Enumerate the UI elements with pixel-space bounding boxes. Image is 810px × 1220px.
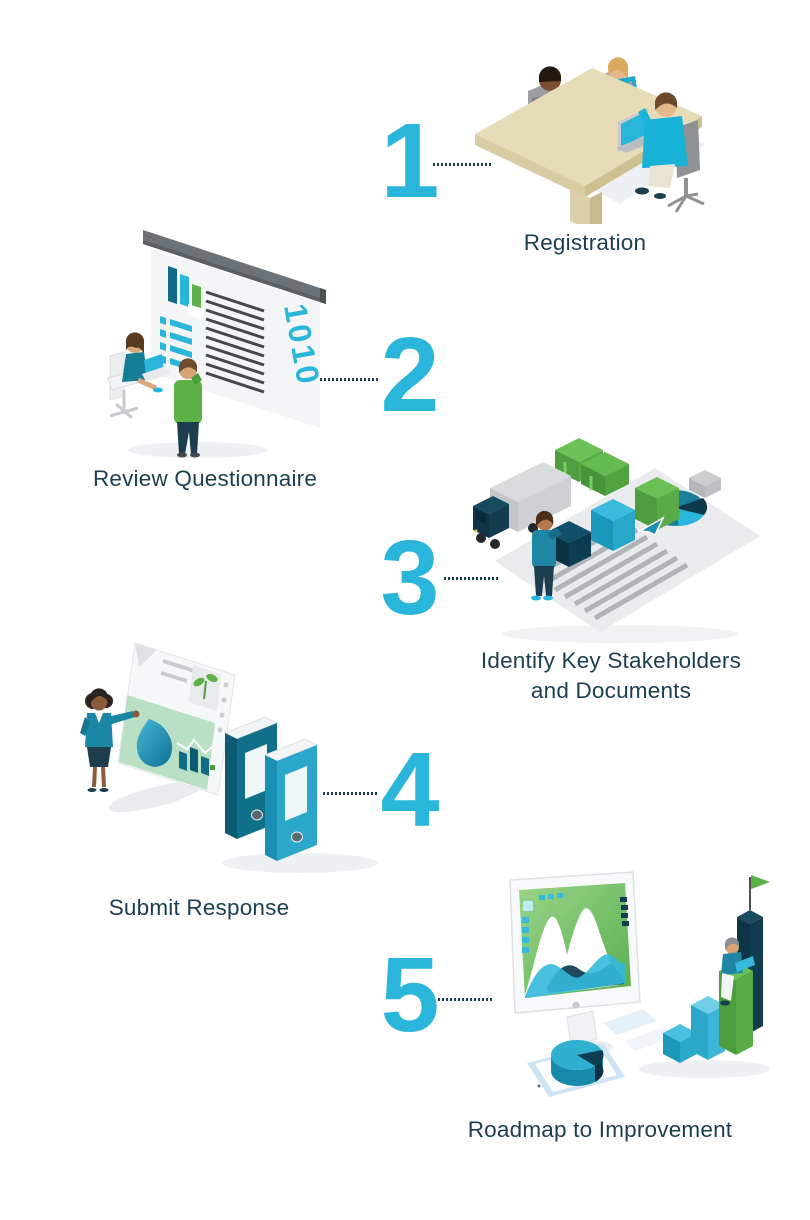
step-2-illustration: 1010 [88,228,336,460]
step-5-label: Roadmap to Improvement [467,1117,733,1142]
person-figure [80,688,140,792]
pie-3d-icon [551,1055,603,1086]
person-figure [635,92,705,213]
stakeholders-report-icon [473,438,760,643]
plant-icon [189,665,221,711]
floor-shadow [128,442,268,458]
list-rows-icon [160,316,192,371]
step-4-illustration [75,625,415,880]
registration-desk-icon [475,57,705,224]
step-3-illustration [435,436,765,648]
person-figure [107,332,170,420]
monitor-roadmap-icon [509,871,770,1097]
floor-shadow [222,853,378,873]
monitor-icon [509,871,641,1054]
glass-panel [625,1027,675,1051]
step-4-label: Submit Response [108,895,290,920]
text-lines-icon [205,290,265,394]
step-3-number: 3 [380,519,440,637]
step-4-connector-dotted-line [323,792,379,795]
document-binders-icon [80,642,378,873]
step-5-illustration [475,855,770,1105]
step-1-number: 1 [380,102,440,220]
presentation-board-icon: 1010 [107,230,327,458]
bar-chart-icon [168,266,204,320]
step-1-illustration [470,36,705,224]
mini-bar-chart-icon [176,738,215,776]
tablet-icon [527,1040,625,1097]
step-5-connector-dotted-line [438,998,492,1001]
step-2-number: 2 [380,316,440,434]
cursor-icon [637,516,665,537]
step-3-label: Identify Key Stakeholders and Documents [461,646,761,706]
person-figure [531,510,562,601]
step-4-number: 4 [380,731,440,849]
step-2-label: Review Questionnaire [92,466,318,491]
person-figure [174,358,202,458]
floor-shadow [502,625,738,643]
document-icon [117,642,236,796]
money-icon [555,438,629,496]
water-drop-icon [136,719,173,767]
step-1-label: Registration [523,230,647,255]
floor-shadow [108,781,202,813]
bar-steps-icon [663,875,770,1063]
step-2-connector-dotted-line [320,378,378,381]
step-3-connector-dotted-line [444,577,498,580]
person-figure [720,937,755,1006]
step-1-connector-dotted-line [433,163,491,166]
step-5-number: 5 [380,936,440,1054]
step-3-label-line-1: Identify Key Stakeholders [480,648,742,673]
step-3-label-line-2: and Documents [530,678,692,703]
glass-panel [603,1009,657,1035]
flag-icon [751,875,770,889]
binder-icon [263,738,319,861]
floor-shadow [639,1060,770,1078]
